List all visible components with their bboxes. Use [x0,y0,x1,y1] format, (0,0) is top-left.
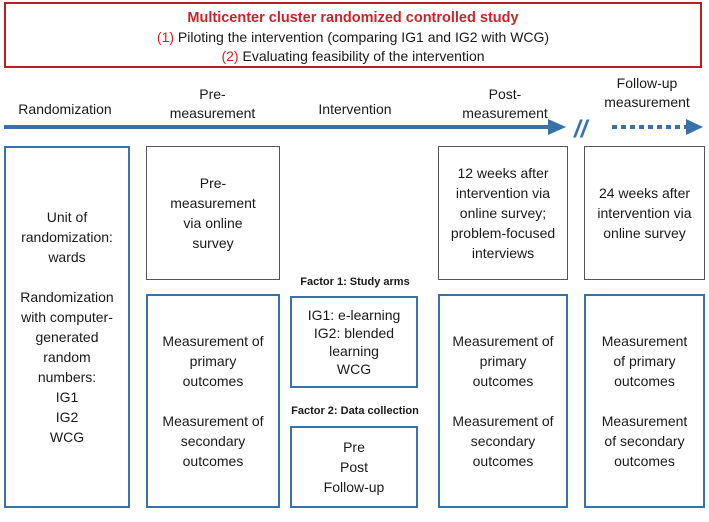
randomization-box: Unit of randomization: wards Randomizati… [4,146,130,508]
text-line: Post [339,459,368,475]
primary-outcomes: Measurement of primary outcomes [602,331,688,391]
text-line: randomization: [21,229,113,245]
data-collection-box: Pre Post Follow-up [290,426,418,508]
text-line: Measurement of [162,333,264,349]
text-line: outcomes [614,453,675,469]
aim-2-number: (2) [221,48,239,64]
text-line: generated [35,329,99,345]
text-line: outcomes [614,373,675,389]
text-line: interviews [471,245,535,261]
text-line: random [43,349,91,365]
phase-pre-line-1: Pre- [199,86,226,102]
secondary-outcomes: Measurement of secondary outcomes [602,411,688,471]
text-line: WCG [336,361,372,377]
text-line: outcomes [182,373,244,389]
primary-outcomes: Measurement of primary outcomes [162,331,263,391]
timeline-arrowhead-follow-up [686,119,703,135]
text-line: outcomes [182,453,244,469]
text-line: Measurement of [452,413,554,429]
text-line: measurement [170,195,256,211]
follow-up-survey-box: 24 weeks after intervention via online s… [584,146,705,280]
timeline-arrowhead-main [548,119,566,135]
pre-measurement-outcomes-box: Measurement of primary outcomes Measurem… [146,294,280,508]
text-line: Follow-up [323,479,385,495]
text-line: outcomes [472,373,534,389]
text-line: secondary [180,433,246,449]
text-line: with computer- [21,309,113,325]
text-line: Measurement of [162,413,264,429]
text-line: Randomization [20,289,114,305]
text-line: Measurement of [452,333,554,349]
factor-1-title: Factor 1: Study arms [300,276,410,288]
text-line: primary [189,353,237,369]
text-line: Pre [343,439,365,455]
text-line: outcomes [472,453,534,469]
aim-2: (2) Evaluating feasibility of the interv… [6,48,700,64]
unit-of-randomization: Unit of randomization: wards [21,207,113,267]
randomization-method: Randomization with computer- generated r… [20,287,113,447]
text-line: wards [48,249,86,265]
phase-follow-line-1: Follow-up [616,75,678,91]
text-line: numbers: [37,369,97,385]
text-line: via online [183,215,243,231]
phase-post-measurement: Post- measurement [440,85,570,123]
study-title-box: Multicenter cluster randomized controlle… [4,2,702,68]
text-line: Pre- [199,175,227,191]
phase-intervention: Intervention [318,101,392,117]
pre-measurement-survey-box: Pre- measurement via online survey [146,146,280,280]
phase-follow-line-2: measurement [604,94,690,110]
text-line: intervention via [597,205,692,221]
text-line: survey [192,235,234,251]
timeline-arrow: // [4,116,703,143]
factor-2-title: Factor 2: Data collection [291,405,419,417]
text-line: Unit of [46,209,88,225]
phase-follow-up-measurement: Follow-up measurement [585,74,709,112]
follow-up-outcomes-box: Measurement of primary outcomes Measurem… [584,294,705,508]
post-measurement-survey-box: 12 weeks after intervention via online s… [438,146,568,280]
text-line: 24 weeks after [598,185,691,201]
text-line: online survey; [459,205,547,221]
primary-outcomes: Measurement of primary outcomes [452,331,553,391]
text-line: of primary [613,353,676,369]
text-line: Measurement [601,413,688,429]
secondary-outcomes: Measurement of secondary outcomes [162,411,263,471]
study-arms-box: IG1: e-learning IG2: blended learning WC… [290,296,418,388]
text-line: IG1: e-learning [307,307,401,323]
secondary-outcomes: Measurement of secondary outcomes [452,411,553,471]
aim-2-text: Evaluating feasibility of the interventi… [242,48,485,64]
text-line: online survey [603,225,686,241]
phase-post-line-1: Post- [488,86,522,102]
aim-1-number: (1) [156,29,175,45]
post-measurement-outcomes-box: Measurement of primary outcomes Measurem… [438,294,568,508]
text-line: secondary [470,433,536,449]
phase-pre-measurement: Pre- measurement [145,85,280,123]
aim-1: (1) Piloting the intervention (comparing… [6,29,700,45]
text-line: problem-focused [450,225,556,241]
text-line: of secondary [604,433,685,449]
text-line: 12 weeks after [457,165,549,181]
text-line: intervention via [455,185,551,201]
study-title: Multicenter cluster randomized controlle… [187,10,519,26]
text-line: WCG [49,429,85,445]
aim-1-text: Piloting the intervention (comparing IG1… [177,29,550,45]
phase-randomization: Randomization [18,101,112,117]
text-line: IG1 [55,389,79,405]
phase-post-line-2: measurement [462,105,548,121]
text-line: IG2 [55,409,79,425]
timeline-break-mark: // [573,116,590,143]
text-line: learning [329,343,379,359]
text-line: IG2: blended [313,325,395,341]
phase-pre-line-2: measurement [169,105,256,121]
text-line: Measurement [601,333,688,349]
text-line: primary [479,353,527,369]
